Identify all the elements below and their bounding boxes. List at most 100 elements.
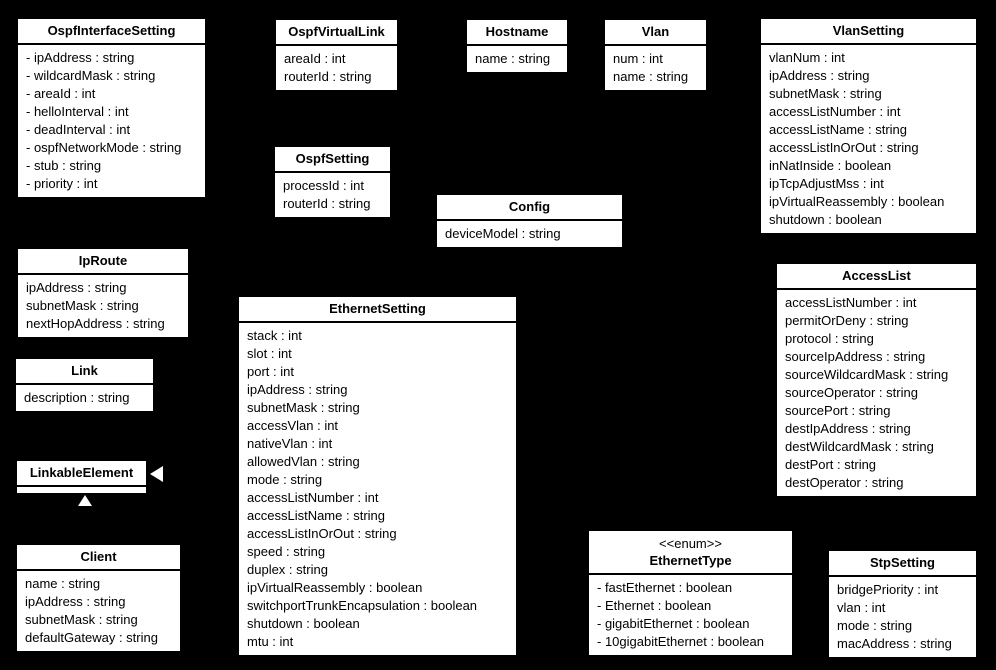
class-attribute: sourceIpAddress : string [785,349,926,364]
class-attribute: ipAddress : string [769,68,870,83]
class-attribute: ipAddress : string [25,594,126,609]
class-attribute: name : string [25,576,101,591]
class-name: Client [80,549,117,564]
class-attribute: mtu : int [247,634,294,649]
class-attribute: subnetMask : string [26,298,139,313]
class-box-hostname[interactable]: Hostname name : string [465,18,569,74]
class-attributes-compartment: accessListNumber : int permitOrDeny : str… [777,290,976,496]
class-name: EthernetSetting [329,301,426,316]
class-stereotype: <<enum>> [659,536,722,551]
class-attribute: subnetMask : string [25,612,138,627]
class-attribute: - helloInterval : int [26,104,129,119]
class-name: StpSetting [870,555,935,570]
class-name: OspfSetting [295,151,370,166]
class-title: Client [17,545,180,571]
class-title: Hostname [467,20,567,46]
class-attribute: bridgePriority : int [837,582,939,597]
class-attribute: duplex : string [247,562,328,577]
class-title: EthernetSetting [239,297,516,323]
class-attribute: accessListNumber : int [247,490,379,505]
class-box-access-list[interactable]: AccessList accessListNumber : int permitOr… [775,262,978,498]
class-attribute: nativeVlan : int [247,436,333,451]
class-attributes-compartment: name : string ipAddress : string subnetMas… [17,571,180,651]
class-attribute: mode : string [837,618,913,633]
class-box-vlan-setting[interactable]: VlanSetting vlanNum : int ipAddress : stri… [759,17,978,235]
class-name: Hostname [485,24,549,39]
class-attribute: ipAddress : string [26,280,127,295]
class-attributes-compartment: name : string [467,46,567,72]
class-attributes-compartment: processId : int routerId : string [275,173,390,217]
generalization-arrowhead-up-icon [78,495,92,506]
class-attribute: sourcePort : string [785,403,891,418]
class-box-ethernet-type[interactable]: <<enum>>EthernetType- fastEthernet : boo… [587,529,794,657]
class-attributes-compartment [17,487,146,493]
class-name: OspfVirtualLink [288,24,385,39]
class-attribute: - wildcardMask : string [26,68,156,83]
class-title: Vlan [605,20,706,46]
class-title: VlanSetting [761,19,976,45]
class-attribute: permitOrDeny : string [785,313,909,328]
class-attribute: port : int [247,364,294,379]
class-attribute: - ospfNetworkMode : string [26,140,182,155]
class-attribute: processId : int [283,178,364,193]
class-name: AccessList [842,268,911,283]
class-title: <<enum>>EthernetType [589,531,792,575]
class-box-ip-route[interactable]: IpRoute ipAddress : string subnetMask : st… [16,247,190,339]
class-attributes-compartment: num : int name : string [605,46,706,90]
class-attribute: speed : string [247,544,326,559]
class-attribute: shutdown : boolean [769,212,882,227]
class-title: OspfVirtualLink [276,20,397,46]
class-attribute: accessListInOrOut : string [247,526,397,541]
class-attribute: nextHopAddress : string [26,316,165,331]
class-attribute: accessListName : string [247,508,385,523]
class-attribute: - ipAddress : string [26,50,135,65]
class-attribute: routerId : string [283,196,371,211]
class-attribute: macAddress : string [837,636,952,651]
class-box-link[interactable]: Link description : string [14,357,155,413]
class-attribute: destOperator : string [785,475,904,490]
class-attribute: mode : string [247,472,323,487]
class-attribute: destWildcardMask : string [785,439,934,454]
class-name: OspfInterfaceSetting [47,23,176,38]
class-box-linkable-element[interactable]: LinkableElement [15,459,148,495]
class-attributes-compartment: - fastEthernet : boolean- Ethernet : boo… [589,575,792,655]
class-title: IpRoute [18,249,188,275]
class-box-ospf-interface-setting[interactable]: OspfInterfaceSetting - ipAddress : string… [16,17,207,199]
class-title: LinkableElement [17,461,146,487]
class-attribute: sourceWildcardMask : string [785,367,949,382]
class-attribute: stack : int [247,328,302,343]
class-attribute: num : int [613,51,663,66]
class-attribute: subnetMask : string [247,400,360,415]
class-attribute: protocol : string [785,331,874,346]
class-title: OspfSetting [275,147,390,173]
class-attribute: switchportTrunkEncapsulation : boolean [247,598,478,613]
class-attribute: destPort : string [785,457,877,472]
class-attribute: accessListNumber : int [769,104,901,119]
class-box-client[interactable]: Client name : string ipAddress : string sub… [15,543,182,653]
class-box-vlan[interactable]: Vlan num : int name : string [603,18,708,92]
class-title: AccessList [777,264,976,290]
class-attribute: - 10gigabitEthernet : boolean [597,634,764,649]
class-attribute: defaultGateway : string [25,630,158,645]
class-attribute: accessListNumber : int [785,295,917,310]
class-attribute: - priority : int [26,176,98,191]
class-attribute: name : string [475,51,551,66]
class-attribute: - fastEthernet : boolean [597,580,733,595]
class-attribute: name : string [613,69,689,84]
class-name: Link [71,363,98,378]
class-attributes-compartment: description : string [16,385,153,411]
class-attribute: shutdown : boolean [247,616,360,631]
class-attribute: vlanNum : int [769,50,845,65]
class-title: OspfInterfaceSetting [18,19,205,45]
class-name: Vlan [641,24,670,39]
class-name: Config [508,199,551,214]
class-attribute: accessListName : string [769,122,907,137]
class-box-ospf-setting[interactable]: OspfSetting processId : int routerId : str… [273,145,392,219]
